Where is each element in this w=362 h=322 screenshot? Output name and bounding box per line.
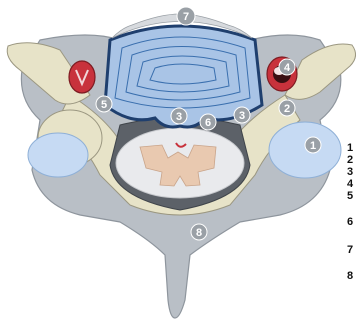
callout-7: 7 — [177, 7, 195, 25]
svg-text:6: 6 — [205, 117, 211, 129]
key-number-1: 1 — [347, 142, 353, 154]
callout-4: 4 — [279, 59, 295, 75]
key-number-4: 4 — [347, 178, 353, 190]
callout-1: 1 — [305, 137, 321, 153]
svg-text:4: 4 — [284, 62, 291, 74]
svg-text:1: 1 — [310, 140, 316, 152]
svg-text:2: 2 — [284, 103, 290, 115]
key-number-2: 2 — [347, 154, 353, 166]
svg-text:8: 8 — [196, 227, 202, 239]
svg-text:5: 5 — [101, 99, 107, 111]
key-number-6: 6 — [347, 216, 353, 228]
callout-8: 8 — [191, 224, 207, 240]
svg-text:3: 3 — [176, 111, 182, 123]
callout-5: 5 — [96, 96, 112, 112]
svg-text:7: 7 — [183, 11, 189, 23]
key-number-3: 3 — [347, 166, 353, 178]
key-number-8: 8 — [347, 270, 353, 282]
right-nerve-root — [269, 122, 341, 178]
key-number-5: 5 — [347, 190, 353, 202]
svg-text:3: 3 — [239, 110, 245, 122]
key-number-7: 7 — [347, 244, 353, 256]
callout-2: 2 — [279, 100, 295, 116]
callout-3-left: 3 — [171, 108, 187, 124]
left-vertebral-artery — [69, 61, 95, 93]
callout-6: 6 — [200, 114, 216, 130]
callout-3-right: 3 — [234, 107, 250, 123]
